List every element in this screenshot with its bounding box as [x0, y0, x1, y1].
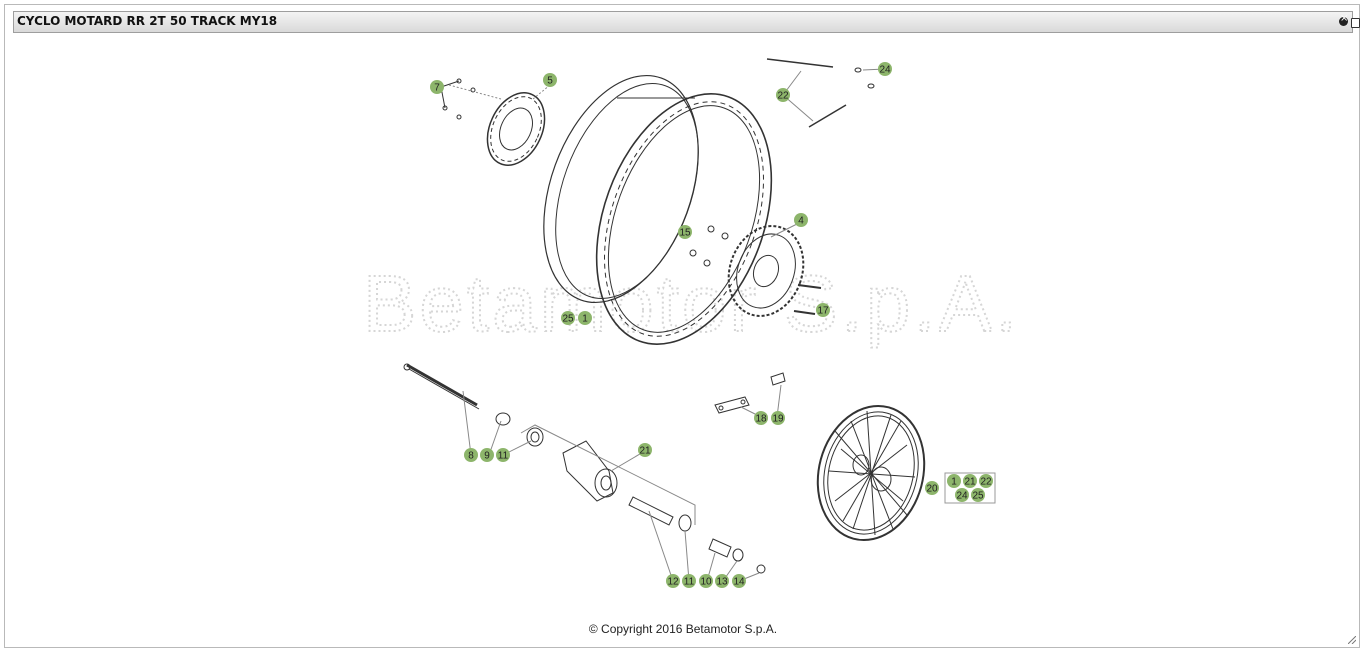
svg-text:25: 25 — [972, 491, 984, 502]
callout-20[interactable]: 20 — [925, 481, 939, 495]
panel-titlebar: CYCLO MOTARD RR 2T 50 TRACK MY18 — [13, 11, 1360, 33]
hub-parts-drawing — [488, 412, 766, 582]
svg-text:24: 24 — [956, 491, 968, 502]
callout-15[interactable]: 15 — [678, 225, 692, 239]
exploded-parts-diagram: Betamotor S.p.A. — [362, 58, 1020, 588]
kit-callout-25[interactable]: 25 — [971, 488, 985, 502]
callout-24[interactable]: 24 — [878, 62, 892, 76]
callout-1[interactable]: 1 — [578, 311, 592, 325]
svg-text:22: 22 — [980, 477, 992, 488]
callout-13[interactable]: 13 — [715, 574, 729, 588]
kit-callout-22[interactable]: 22 — [979, 474, 993, 488]
svg-text:11: 11 — [684, 577, 695, 588]
svg-text:10: 10 — [700, 577, 712, 588]
callout-10[interactable]: 10 — [699, 574, 713, 588]
svg-text:13: 13 — [716, 577, 728, 588]
popout-icon[interactable] — [1351, 18, 1360, 28]
callout-18[interactable]: 18 — [754, 411, 768, 425]
brake-disc-drawing — [440, 78, 551, 166]
callout-12[interactable]: 12 — [666, 574, 680, 588]
kit-callout-21[interactable]: 21 — [963, 474, 977, 488]
rim-drawing — [543, 74, 773, 345]
callout-14[interactable]: 14 — [732, 574, 746, 588]
svg-text:15: 15 — [679, 228, 691, 239]
callout-7[interactable]: 7 — [430, 80, 444, 94]
svg-text:9: 9 — [484, 451, 490, 462]
svg-text:19: 19 — [772, 414, 784, 425]
chain-links-drawing — [714, 372, 786, 418]
svg-text:11: 11 — [498, 451, 509, 462]
svg-text:1: 1 — [951, 477, 957, 488]
complete-wheel-drawing — [816, 404, 996, 542]
svg-text:14: 14 — [733, 577, 745, 588]
callout-21[interactable]: 21 — [638, 443, 652, 457]
svg-text:17: 17 — [817, 306, 829, 317]
axle-drawing — [403, 363, 480, 456]
svg-text:12: 12 — [667, 577, 679, 588]
svg-text:21: 21 — [639, 446, 651, 457]
copyright-text: © Copyright 2016 Betamotor S.p.A. — [588, 622, 778, 636]
callout-22[interactable]: 22 — [776, 88, 790, 102]
svg-text:4: 4 — [798, 216, 804, 227]
callout-5[interactable]: 5 — [543, 73, 557, 87]
callout-8[interactable]: 8 — [464, 448, 478, 462]
svg-text:24: 24 — [879, 65, 891, 76]
svg-text:25: 25 — [562, 314, 574, 325]
svg-text:21: 21 — [964, 477, 976, 488]
callout-25[interactable]: 25 — [561, 311, 575, 325]
svg-text:1: 1 — [582, 314, 588, 325]
svg-text:8: 8 — [468, 451, 474, 462]
watermark-text: Betamotor S.p.A. — [363, 259, 1020, 348]
kit-callout-24[interactable]: 24 — [955, 488, 969, 502]
callout-17[interactable]: 17 — [816, 303, 830, 317]
svg-text:20: 20 — [926, 484, 938, 495]
svg-text:18: 18 — [755, 414, 767, 425]
sprocket-drawing — [689, 220, 822, 317]
callout-4[interactable]: 4 — [794, 213, 808, 227]
svg-text:22: 22 — [777, 91, 789, 102]
callout-11-lower[interactable]: 11 — [682, 574, 696, 588]
svg-text:7: 7 — [434, 83, 440, 94]
diagram-panel: CYCLO MOTARD RR 2T 50 TRACK MY18 Betamot… — [4, 4, 1360, 648]
resize-handle-icon[interactable] — [1348, 636, 1356, 644]
callout-11[interactable]: 11 — [496, 448, 510, 462]
callout-19[interactable]: 19 — [771, 411, 785, 425]
panel-title: CYCLO MOTARD RR 2T 50 TRACK MY18 — [17, 14, 278, 28]
callout-9[interactable]: 9 — [480, 448, 494, 462]
svg-text:5: 5 — [547, 76, 553, 87]
kit-callout-1[interactable]: 1 — [947, 474, 961, 488]
close-icon[interactable] — [1339, 13, 1348, 26]
